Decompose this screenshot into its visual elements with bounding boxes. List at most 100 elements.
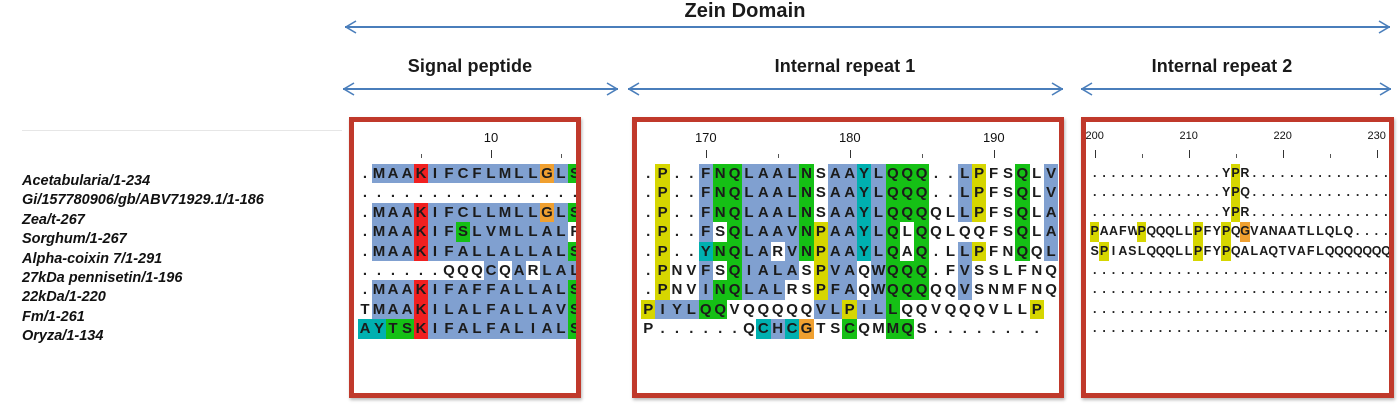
alignment-residue-cell: Q [914,280,929,300]
alignment-residue-cell: A [498,299,512,320]
alignment-residue-cell: Q [1343,222,1353,242]
alignment-gap-cell: . [1362,319,1372,339]
alignment-row[interactable]: ................ [358,183,576,203]
alignment-residue-cell: I [526,319,540,339]
alignment-residue-cell: W [871,280,886,300]
alignment-residue-cell: Y [698,241,713,261]
alignment-gap-cell: . [1305,164,1316,184]
alignment-gap-cell: . [1343,299,1353,320]
alignment-residue-cell: L [871,241,886,261]
alignment-row[interactable]: ..............YPR............... [1090,164,1389,184]
alignment-residue-cell: Q [1015,222,1030,242]
alignment-residue-cell: L [526,299,540,320]
alignment-residue-cell: L [1029,222,1044,242]
alignment-gap-cell: . [1108,319,1119,339]
alignment-residue-cell: Q [914,164,929,184]
alignment-residue-cell: L [943,222,958,242]
alignment-gap-cell: . [684,183,699,203]
alignment-residue-cell: Q [698,299,713,320]
alignment-residue-cell: Q [914,183,929,203]
alignment-row[interactable]: ................................ [1090,260,1389,281]
alignment-residue-cell: A [456,319,470,339]
ruler-tick-minor [1141,154,1143,158]
alignment-gap-cell: . [1174,299,1184,320]
alignment-residue-cell: Q [885,164,901,184]
alignment-row[interactable]: ................................ [1090,319,1389,339]
alignment-residue-cell: S [568,280,580,300]
alignment-gap-cell: . [1099,299,1109,320]
alignment-row[interactable]: ..............YPR............... [1090,202,1389,223]
alignment-gap-cell: . [1127,299,1137,320]
alignment-gap-cell: . [1249,260,1260,281]
alignment-residue-cell: A [540,299,554,320]
alignment-residue-cell: Y [1221,164,1231,184]
alignment-residue-cell: A [386,241,400,261]
alignment-row[interactable]: ..............YPQ............... [1090,183,1389,203]
alignment-gap-cell: . [1202,260,1213,281]
alignment-row[interactable]: ................................ [1090,280,1389,300]
alignment-gap-cell: . [641,183,656,203]
alignment-residue-cell: L [568,260,576,281]
alignment-residue-cell: Q [470,260,484,281]
alignment-residue-cell: V [1249,222,1260,242]
alignment-residue-cell: Q [1146,241,1156,261]
arrow-shaft [628,88,1063,90]
alignment-gap-cell: . [684,241,699,261]
alignment-gap-cell: . [1259,202,1269,223]
alignment-row[interactable]: ......QQQCQARLALQ [358,260,576,281]
alignment-gap-cell: . [1099,319,1109,339]
arrow-head-right [1379,82,1391,96]
alignment-residue-cell: A [540,241,554,261]
alignment-gap-cell: . [1183,319,1194,339]
alignment-gap-cell: . [1090,319,1100,339]
alignment-gap-cell: . [1221,299,1231,320]
alignment-gap-cell: . [1000,319,1016,339]
alignment-residue-cell: G [1240,222,1250,242]
alignment-gap-cell: . [1136,280,1147,300]
ruler-label: 210 [1179,130,1198,142]
alignment-gap-cell: . [641,241,656,261]
alignment-gap-cell: . [1305,202,1316,223]
alignment-residue-cell: Q [957,299,972,320]
alignment-gap-cell: . [1315,280,1325,300]
alignment-residue-cell: W [871,260,886,281]
alignment-gap-cell: . [1155,280,1166,300]
alignment-residue-cell: R [1240,202,1250,223]
alignment-gap-cell: . [1136,202,1147,223]
alignment-gap-cell: . [1352,319,1363,339]
alignment-gap-cell: . [1268,164,1278,184]
alignment-gap-cell: . [1352,222,1363,242]
alignment-residue-cell: K [414,319,428,339]
alignment-gap-cell: . [1202,280,1213,300]
alignment-gap-cell: . [428,183,442,203]
alignment-residue-cell: Q [1155,241,1165,261]
alignment-residue-cell: V [684,260,699,281]
alignment-residue-cell: L [470,241,484,261]
alignment-residue-cell: K [414,202,428,223]
alignment-residue-cell: Q [957,222,972,242]
alignment-residue-cell: S [1090,241,1100,261]
alignment-residue-cell: F [1015,280,1030,300]
alignment-row[interactable]: ................................ [1090,299,1389,320]
